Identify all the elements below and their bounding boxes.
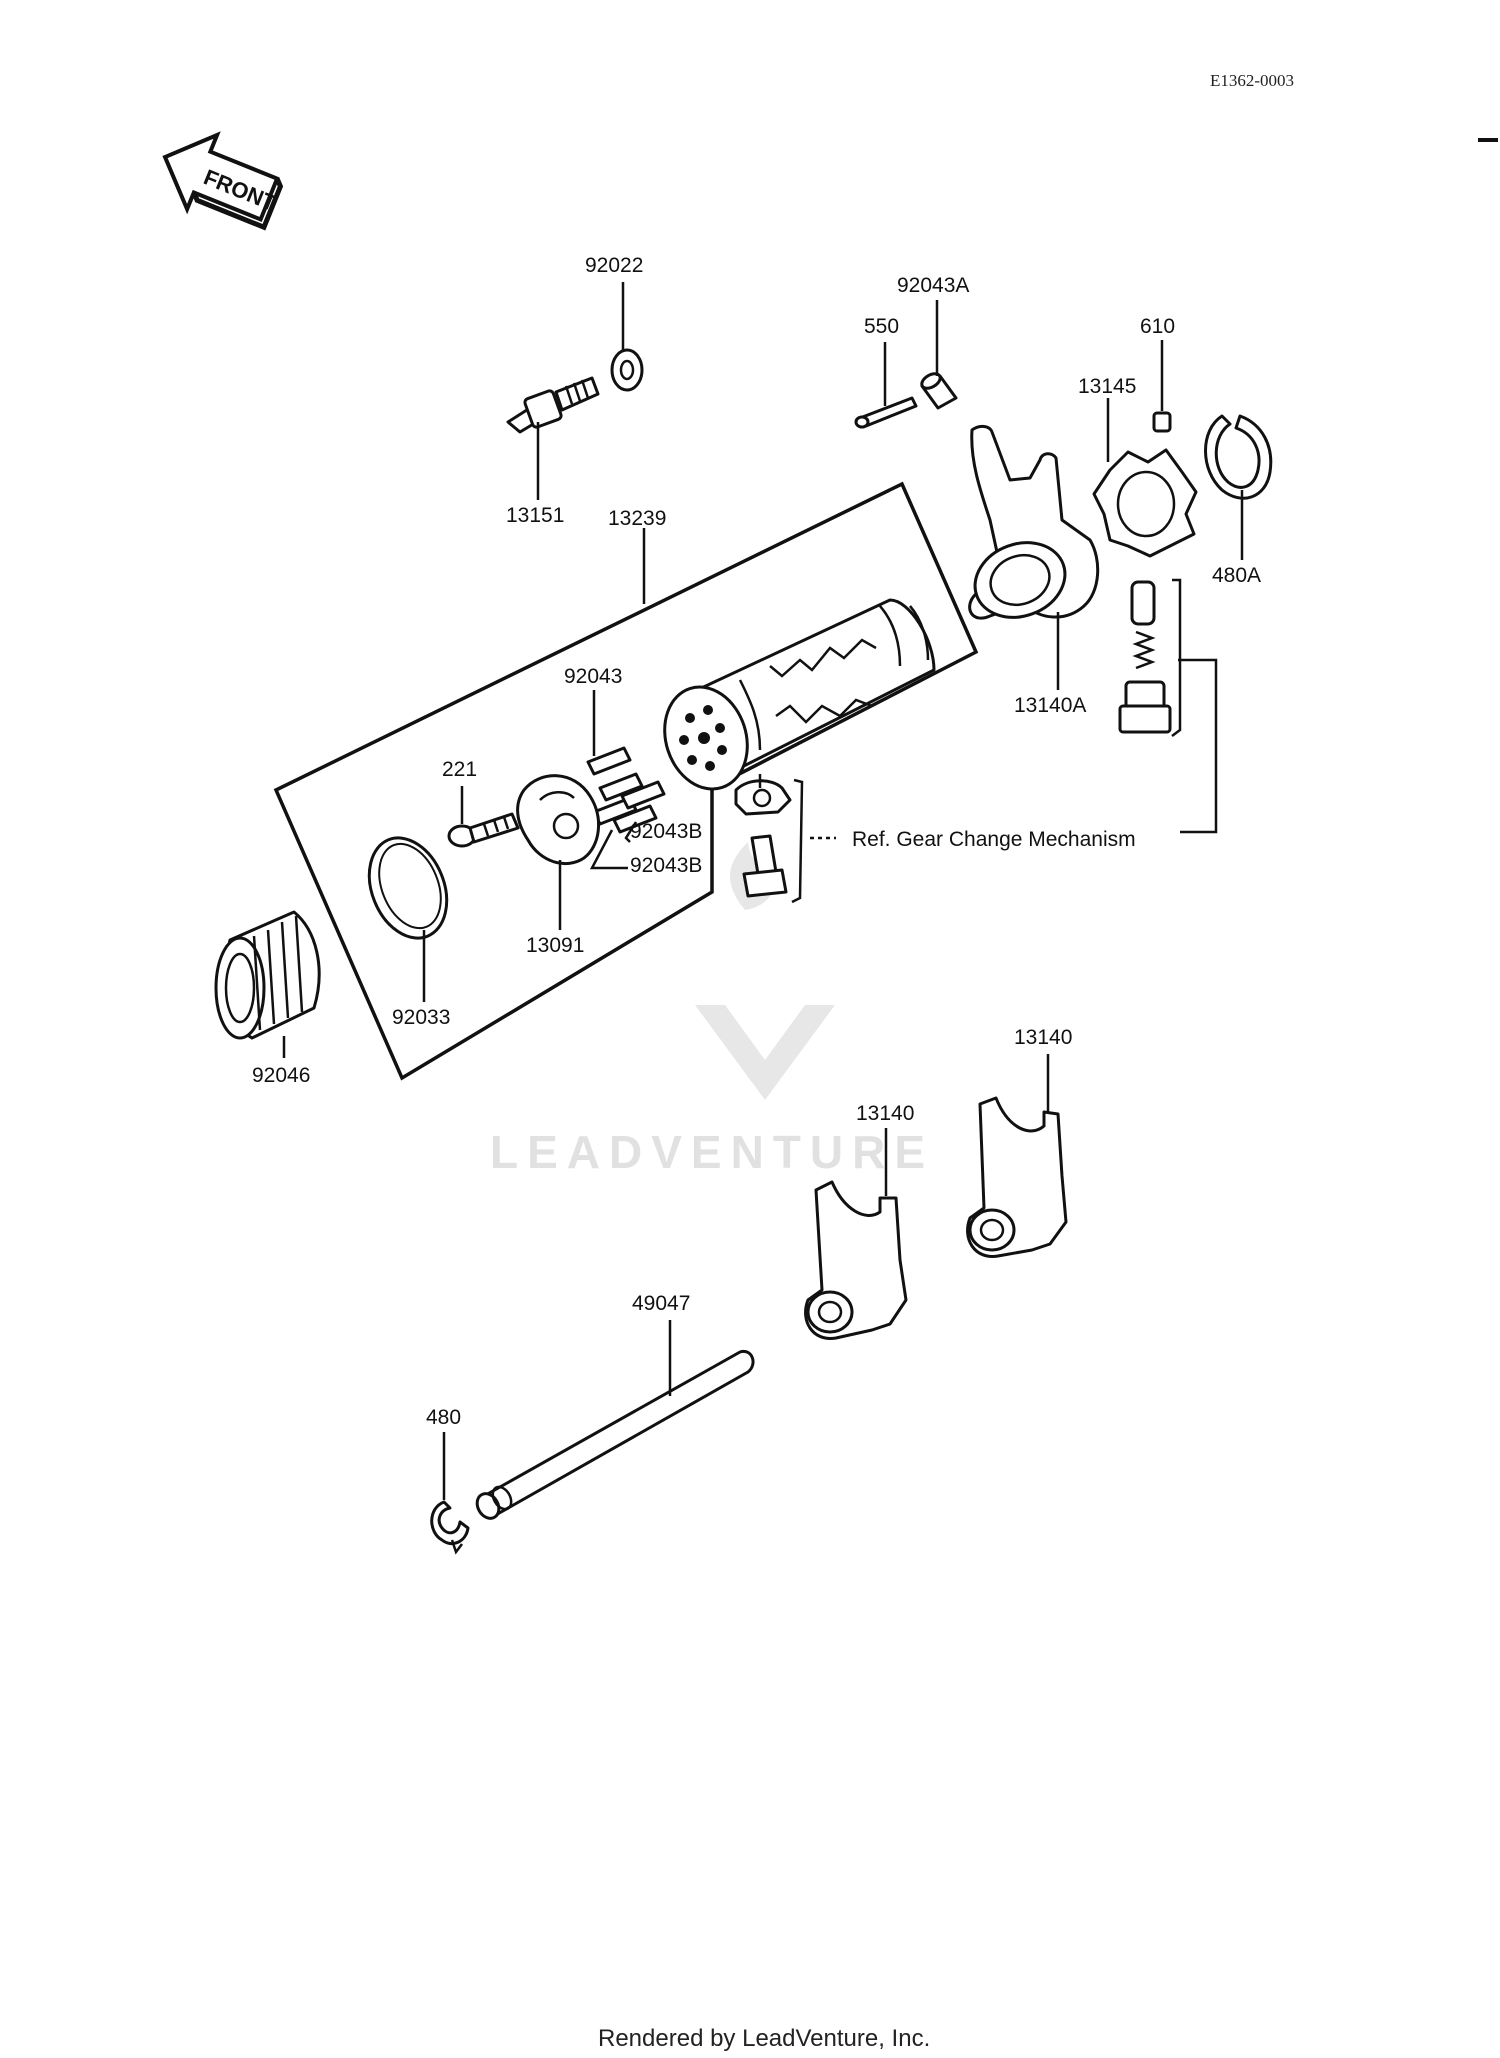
pins-92043 — [586, 690, 666, 834]
ring-92033 — [367, 836, 449, 1002]
ref-bracket — [1178, 658, 1218, 834]
circlip-480A — [1204, 414, 1273, 560]
front-arrow-icon: FRONT — [162, 131, 284, 231]
label-13145: 13145 — [1078, 375, 1136, 398]
washer-92022 — [610, 282, 644, 392]
switch-13151 — [506, 376, 600, 500]
label-92043B-2: 92043B — [630, 854, 702, 877]
label-92046: 92046 — [252, 1064, 310, 1087]
label-13151: 13151 — [506, 504, 564, 527]
label-92022: 92022 — [585, 254, 643, 277]
label-13091: 13091 — [526, 934, 584, 957]
shift-fork-13140A — [968, 424, 1100, 690]
label-92043: 92043 — [564, 665, 622, 688]
footer-credit: Rendered by LeadVenture, Inc. — [598, 2025, 930, 2052]
shaft-49047 — [475, 1320, 755, 1520]
watermark-text: LEADVENTURE — [490, 1126, 934, 1178]
label-92033: 92033 — [392, 1006, 450, 1029]
label-221: 221 — [442, 758, 477, 781]
gear-change-ref-parts — [734, 774, 836, 904]
bearing-92046 — [214, 910, 321, 1058]
pin-plate-13145 — [1092, 398, 1198, 558]
detent-assembly — [1118, 578, 1182, 737]
ref-note: Ref. Gear Change Mechanism — [852, 828, 1136, 851]
screw-221 — [447, 786, 520, 848]
diagram-code: E1362-0003 — [1210, 71, 1294, 90]
pin-610 — [1152, 340, 1172, 433]
label-92043A: 92043A — [897, 274, 969, 297]
label-550: 550 — [864, 315, 899, 338]
label-13140-right: 13140 — [1014, 1026, 1072, 1049]
cotter-pin-550 — [854, 342, 918, 429]
cam-plate-13091 — [516, 774, 601, 930]
shift-fork-13140-left — [804, 1128, 908, 1340]
shift-fork-13140-right — [966, 1054, 1068, 1258]
label-13140-left: 13140 — [856, 1102, 914, 1125]
circlip-480 — [430, 1432, 470, 1555]
label-480: 480 — [426, 1406, 461, 1429]
leaders-92043B — [589, 821, 638, 870]
label-92043B-1: 92043B — [630, 820, 702, 843]
label-480A: 480A — [1212, 564, 1261, 587]
label-49047: 49047 — [632, 1292, 690, 1315]
label-13140A: 13140A — [1014, 694, 1086, 717]
shift-drum — [663, 598, 936, 791]
label-610: 610 — [1140, 315, 1175, 338]
label-13239: 13239 — [608, 507, 666, 530]
pin-92043A — [920, 300, 958, 410]
